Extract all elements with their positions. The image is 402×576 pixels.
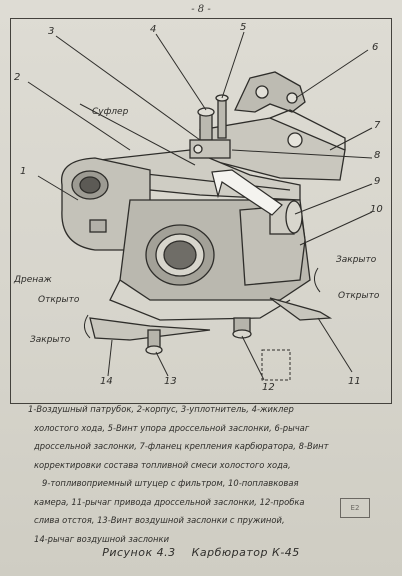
legend-line: дроссельной заслонки, 7-фланец крепления… xyxy=(34,441,329,451)
callout-10: 10 xyxy=(370,204,383,215)
figure-caption: Рисунок 4.3 Карбюратор К-45 xyxy=(0,546,402,559)
callout-14: 14 xyxy=(100,376,113,387)
rotation-arrows xyxy=(84,267,321,339)
callout-3: 3 xyxy=(48,26,54,37)
callout-1: 1 xyxy=(20,166,26,177)
legend-line: камера, 11-рычаг привода дроссельной зас… xyxy=(34,496,305,507)
callout-numbers: 1 2 3 4 5 6 7 8 9 10 11 12 13 14 xyxy=(14,22,383,393)
caption-title: Карбюратор К-45 xyxy=(191,546,300,559)
legend-line: корректировки состава топливной смеси хо… xyxy=(34,459,291,470)
label-drenazh: Дренаж xyxy=(13,275,53,285)
caption-prefix: Рисунок 4.3 xyxy=(102,546,176,559)
callout-2: 2 xyxy=(14,72,20,83)
callout-9: 9 xyxy=(374,176,380,187)
carburetor-illustration xyxy=(60,71,346,381)
callout-6: 6 xyxy=(372,42,378,53)
legend-line: холостого хода, 5-Винт упора дроссельной… xyxy=(34,422,310,433)
callout-7: 7 xyxy=(374,120,381,131)
callout-4: 4 xyxy=(150,24,156,35)
leader-lines xyxy=(27,31,373,381)
figure-frame xyxy=(10,18,392,404)
legend-line: 14-рычаг воздушной заслонки xyxy=(34,533,170,544)
callout-5: 5 xyxy=(240,22,246,33)
label-sufler: Суфлер xyxy=(92,107,129,117)
callout-8: 8 xyxy=(374,150,380,161)
callout-13: 13 xyxy=(164,376,177,387)
parts-legend: 1-Воздушный патрубок, 2-корпус, 3-уплотн… xyxy=(28,400,378,548)
callout-12: 12 xyxy=(262,382,275,393)
page-number: - 8 - xyxy=(191,4,211,15)
label-zakryto-right: Закрыто xyxy=(336,255,377,265)
legend-line: 9-топливоприемный штуцер с фильтром, 10-… xyxy=(42,478,299,488)
callout-11: 11 xyxy=(348,376,361,387)
label-otkryto-left: Открыто xyxy=(38,295,80,305)
figure-labels: Суфлер Дренаж Открыто Закрыто Закрыто От… xyxy=(13,107,380,345)
legend-line: 1-Воздушный патрубок, 2-корпус, 3-уплотн… xyxy=(28,404,294,414)
legend-line: слива отстоя, 13-Винт воздушной заслонки… xyxy=(34,515,285,525)
stamp-box: Е2 xyxy=(340,498,370,518)
label-zakryto-left: Закрыто xyxy=(30,335,71,345)
carburetor-drawing: 1 2 3 4 5 6 7 8 9 10 11 12 13 14 Суфлер … xyxy=(13,22,383,393)
label-otkryto-right: Открыто xyxy=(338,291,380,301)
